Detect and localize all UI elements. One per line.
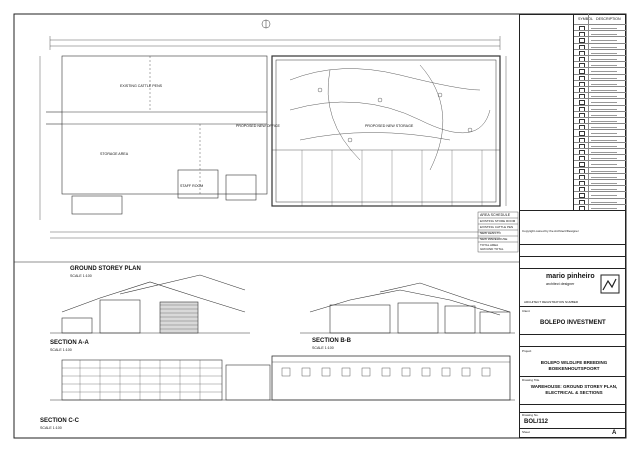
legend-description-line [591,145,617,147]
schedule-title: AREA SCHEDULE [480,213,511,217]
room-proposed-new-office: PROPOSED NEW OFFICE [236,124,280,128]
legend-description-line [591,90,617,91]
room-existing-cattle-pen: EXISTING CATTLE PENS [120,84,163,88]
client-label: Client [522,309,530,313]
legend-description-line [591,183,617,184]
legend-description-line [591,52,617,54]
title-label: Drawing Title [522,378,540,382]
legend-description-line [591,195,617,197]
legend-description-line [591,127,617,129]
plan-title: GROUND STOREY PLAN [70,266,141,272]
ground-storey-plan [39,19,507,239]
schedule-row: NEW LEAN-TO [480,231,501,235]
legend-description-line [591,71,617,73]
legend-description-line [591,164,617,166]
legend-description-line [591,158,617,160]
sheet-border [13,13,627,439]
project-name: BOLEPO WILDLIFE BREEDING BOEKENHOUTSPOOR… [540,360,608,371]
rule [519,256,626,257]
sheet-label: Sheet [522,430,530,434]
legend-description-line [591,170,617,172]
legend-description-line [591,28,617,29]
room-storage-area: STORAGE AREA [100,152,129,156]
section-c-c [50,355,515,401]
rule [519,346,626,347]
legend-description-line [591,83,617,85]
schedule-row: TOTAL AREA [480,243,499,247]
schedule-row: GROUND TOTAL [480,247,504,251]
section-c-scale: SCALE 1:100 [40,426,62,430]
rule [519,412,626,413]
brand-logo-icon [600,274,620,294]
legend-description-line [591,59,617,60]
legend-description-line [591,139,617,141]
rule [519,376,626,377]
legend-description-line [591,34,617,36]
drawing-no: BOL/112 [524,419,549,425]
copyright-note: Copyright owned by the Architect/Designe… [522,229,579,233]
schedule-row: EXISTING STORE ROOM [480,219,516,223]
schedule-row: EXISTING CATTLE PEN [480,225,514,229]
legend-description-line [591,114,617,116]
area-schedule-table [477,211,519,253]
legend-header-description: DESCRIPTION [596,17,621,21]
legend-bottom-rule [519,210,626,211]
section-a-a [50,274,250,334]
rule [519,428,626,429]
legend-description-line [591,189,617,191]
section-b-title: SECTION B-B [312,338,351,344]
legend-description-line [591,46,617,48]
legend-description-line [591,152,617,153]
legend-description-line [591,77,617,79]
legend-description-line [591,108,617,110]
legend-description-line [591,102,617,104]
schedule-row: NEW WAREHOUSE [480,237,508,241]
rule [519,244,626,245]
section-b-b [300,282,515,334]
legend-description-line [591,40,617,42]
section-b-scale: SCALE 1:100 [312,346,334,350]
legend-description-line [591,176,617,178]
section-a-title: SECTION A-A [50,340,89,346]
legend-divider [573,14,574,210]
room-proposed-new-storage: PROPOSED NEW STORAGE [365,124,414,128]
revision: A [612,430,617,436]
legend-description-line [591,201,617,203]
title-block [519,14,626,438]
legend-description-line [591,121,617,122]
client-name: BOLEPO INVESTMENT [540,320,606,326]
legend-description-line [591,207,617,209]
brand-subtitle: architect designer [546,282,575,286]
legend-col-divider [588,14,589,210]
plan-scale: SCALE 1:100 [70,274,92,278]
brand-name: mario pinheiro [546,273,595,280]
rule [519,306,626,307]
drawing-title: WAREHOUSE: GROUND STOREY PLAN, ELECTRICA… [530,384,618,395]
section-a-scale: SCALE 1:100 [50,348,72,352]
project-label: Project [522,349,532,353]
rule [519,268,626,269]
rule [519,404,626,405]
legend-header-symbol: SYMBOL [578,17,593,21]
legend-description-line [591,96,617,98]
brand-line: ARCHITECT REGISTRATION NUMBER [524,300,579,304]
legend-description-line [591,65,617,67]
drawing-no-label: Drawing No. [522,413,539,417]
legend-description-line [591,133,617,135]
room-staff-room: STAFF ROOM [180,184,204,188]
section-c-title: SECTION C-C [40,418,79,424]
rule [519,334,626,335]
